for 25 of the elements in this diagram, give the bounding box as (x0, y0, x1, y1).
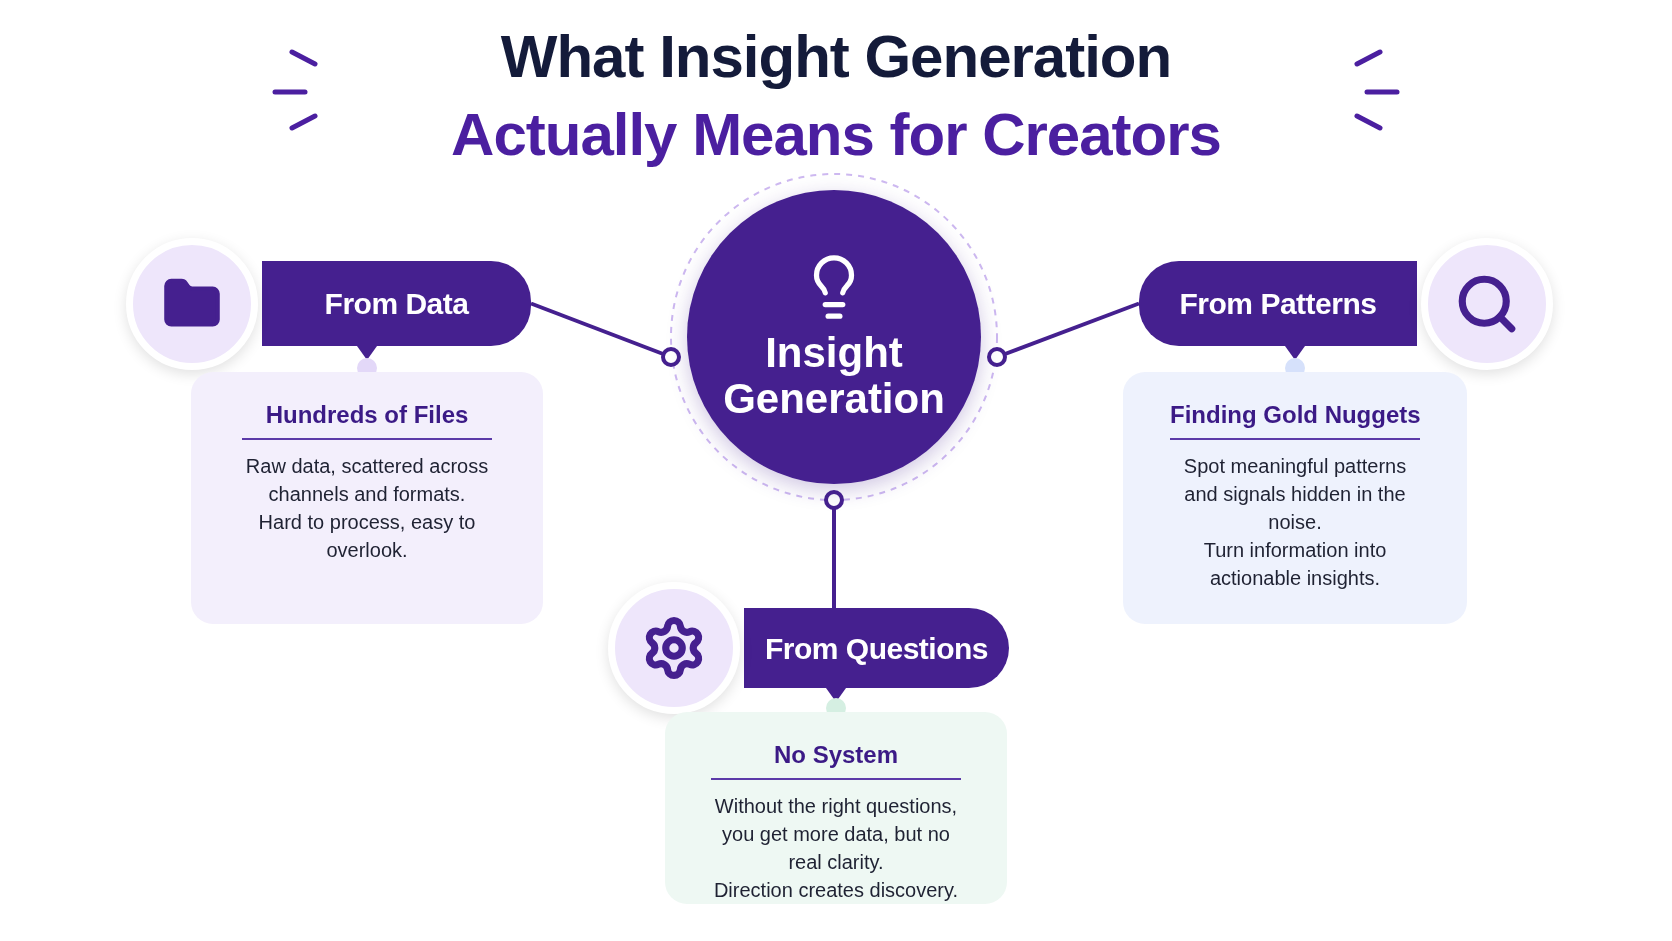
connector-line (987, 301, 1140, 367)
card-text: Turn information into actionable insights. (1202, 538, 1388, 591)
card-heading: Finding Gold Nuggets (1170, 400, 1420, 440)
card-text: Without the right questions, you get more data, but no real clarity. (713, 794, 959, 875)
info-card (191, 372, 543, 624)
pointer-arrow (357, 346, 377, 360)
hub-label: Insight Generation (722, 330, 946, 422)
pointer-arrow (1285, 346, 1305, 360)
info-card (665, 712, 1007, 904)
connector-line (824, 490, 844, 608)
connector-line (530, 301, 681, 367)
heading-pill (744, 608, 1009, 688)
card-text: Hard to process, easy to overlook. (257, 510, 477, 563)
card-heading: Hundreds of Files (242, 400, 492, 440)
heading-pill (262, 261, 531, 346)
card-text: Spot meaningful patterns and signals hidden in the noise. (1182, 454, 1408, 535)
card-text: Direction creates discovery. (712, 878, 960, 903)
heading-pill (1139, 261, 1417, 346)
card-heading: No System (711, 740, 961, 780)
info-card (1123, 372, 1467, 624)
pill-label: From Questions (765, 630, 988, 667)
card-text: Raw data, scattered across channels and formats. (244, 454, 490, 507)
title: What Insight Generation Actually Means for Creators (450, 22, 1222, 170)
pill-label: From Data (324, 286, 469, 322)
pill-label: From Patterns (1179, 286, 1377, 322)
